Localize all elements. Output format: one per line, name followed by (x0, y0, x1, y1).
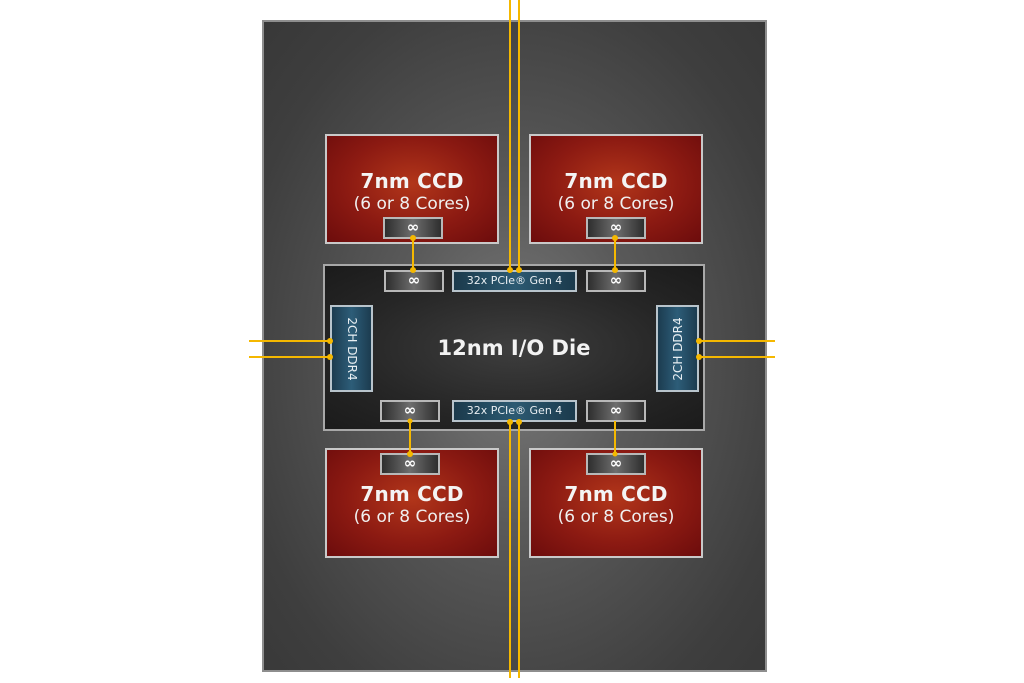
wire-node (410, 235, 416, 241)
wire-node (507, 419, 513, 425)
ccd-subtitle: (6 or 8 Cores) (353, 507, 471, 527)
wire-node (696, 354, 702, 360)
wire-node (612, 235, 618, 241)
ccd-title: 7nm CCD (564, 482, 668, 506)
wire-node (612, 267, 618, 273)
ccd-subtitle: (6 or 8 Cores) (557, 194, 675, 214)
wire-node (407, 418, 413, 424)
ccd-subtitle: (6 or 8 Cores) (557, 507, 675, 527)
wire-node (696, 338, 702, 344)
wire-node (612, 451, 618, 457)
wire-node (327, 338, 333, 344)
wire-node (410, 267, 416, 273)
wire-node (516, 267, 522, 273)
ddr4-right-block: 2CH DDR4 (656, 305, 699, 392)
ccd-subtitle: (6 or 8 Cores) (353, 194, 471, 214)
ccd-title: 7nm CCD (360, 482, 464, 506)
wire-node (507, 267, 513, 273)
ccd-top-right: 7nm CCD (6 or 8 Cores) (529, 134, 703, 244)
wire-node (516, 419, 522, 425)
wire-node (407, 451, 413, 457)
ddr4-left-block: 2CH DDR4 (330, 305, 373, 392)
wire-node (327, 354, 333, 360)
ccd-title: 7nm CCD (564, 169, 668, 193)
ccd-bottom-left: 7nm CCD (6 or 8 Cores) (325, 448, 499, 558)
io-die-label: 12nm I/O Die (437, 336, 591, 360)
ccd-title: 7nm CCD (360, 169, 464, 193)
pcie-top-block: 32x PCIe® Gen 4 (452, 270, 577, 292)
pcie-bottom-block: 32x PCIe® Gen 4 (452, 400, 577, 422)
